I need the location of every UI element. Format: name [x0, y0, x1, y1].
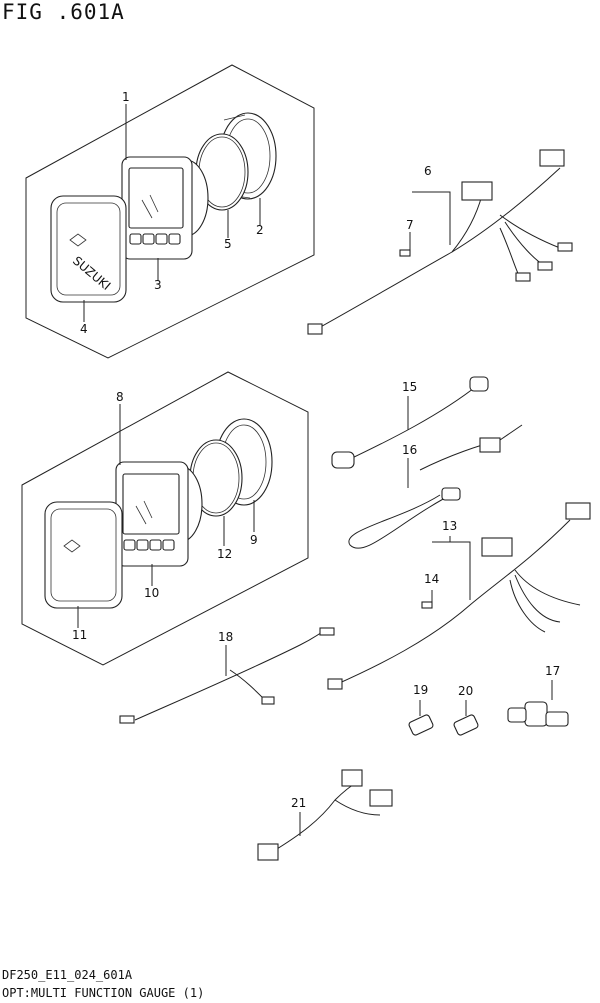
terminal-6c: [515, 272, 531, 282]
callout-4: 4: [80, 322, 88, 336]
callout-10: 10: [144, 586, 159, 600]
screw-14: [421, 601, 433, 609]
callout-7: 7: [406, 218, 414, 232]
terminator-20[interactable]: [453, 700, 479, 736]
terminal-18c: [261, 696, 275, 705]
connector-21b: [341, 769, 363, 787]
callout-15: 15: [402, 380, 417, 394]
callout-21: 21: [291, 796, 306, 810]
cable-18[interactable]: [119, 627, 335, 724]
gauge-body-lower[interactable]: [115, 461, 203, 567]
diagram-code: DF250_E11_024_601A: [2, 968, 133, 982]
cable-16[interactable]: [348, 424, 523, 549]
box-16: [479, 437, 501, 453]
callout-9: 9: [250, 533, 258, 547]
callout-5: 5: [224, 237, 232, 251]
terminal-18a: [119, 715, 135, 724]
wire-harness-21[interactable]: [257, 769, 393, 861]
connector-21a: [257, 843, 279, 861]
connector-6b: [539, 149, 565, 167]
callout-3: 3: [154, 278, 162, 292]
gauge-body-upper[interactable]: [121, 156, 209, 260]
callout-12: 12: [217, 547, 232, 561]
figure-title: FIG .601A: [2, 0, 125, 24]
callout-19: 19: [413, 683, 428, 697]
terminal-18b: [319, 627, 335, 636]
callout-11: 11: [72, 628, 87, 642]
callout-labels: 1 2 3 4 5 6 7 8 9 10 11 12 13 14 15 16 1…: [72, 90, 560, 810]
cover-lower[interactable]: [44, 501, 123, 609]
connector-15a: [331, 451, 355, 469]
terminator-19[interactable]: [408, 700, 434, 736]
screw-7: [399, 249, 411, 257]
cover-upper[interactable]: SUZUKI: [50, 195, 127, 303]
connector-6c: [307, 323, 323, 335]
connector-15b: [469, 376, 489, 392]
wire-harness-6[interactable]: [307, 149, 573, 335]
connector-13b: [565, 502, 591, 520]
kit-outline-upper: [25, 64, 315, 359]
gauge-kit-lower: [21, 371, 309, 666]
callout-6: 6: [424, 164, 432, 178]
callout-13: 13: [442, 519, 457, 533]
terminal-6a: [557, 242, 573, 252]
diagram-caption: OPT:MULTI FUNCTION GAUGE (1): [2, 986, 205, 1000]
callout-2: 2: [256, 223, 264, 237]
callout-17: 17: [545, 664, 560, 678]
cable-15[interactable]: [331, 376, 489, 469]
tee-connector-17[interactable]: [507, 680, 569, 727]
callout-16: 16: [402, 443, 417, 457]
connector-21c: [369, 789, 393, 807]
connector-6a: [461, 181, 493, 201]
connector-16: [441, 487, 461, 501]
callout-14: 14: [424, 572, 439, 586]
connector-13a: [481, 537, 513, 557]
gauge-kit-upper: SUZUKI: [25, 64, 315, 359]
wire-harness-13[interactable]: [327, 502, 591, 690]
callout-8: 8: [116, 390, 124, 404]
terminal-6b: [537, 261, 553, 271]
kit-outline-lower: [21, 371, 309, 666]
callout-20: 20: [458, 684, 473, 698]
callout-1: 1: [122, 90, 130, 104]
connector-13c: [327, 678, 343, 690]
callout-18: 18: [218, 630, 233, 644]
